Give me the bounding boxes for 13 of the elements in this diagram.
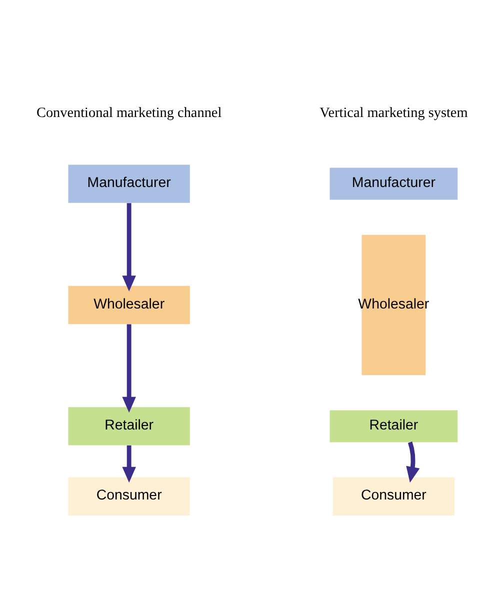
label: Vertical marketing system [320, 104, 468, 121]
node-box: Wholesaler [68, 285, 190, 324]
node-box: Manufacturer [68, 164, 190, 202]
node-box: Manufacturer [330, 167, 458, 200]
node-box: Retailer [68, 406, 190, 445]
node-box: Retailer [330, 410, 458, 442]
node-box: Consumer [68, 476, 190, 515]
arrow [122, 202, 136, 291]
arrow [122, 444, 136, 482]
arrow [122, 324, 136, 412]
label: Conventional marketing channel [36, 104, 222, 121]
node-box: Consumer [332, 476, 454, 515]
arrow [406, 441, 420, 482]
